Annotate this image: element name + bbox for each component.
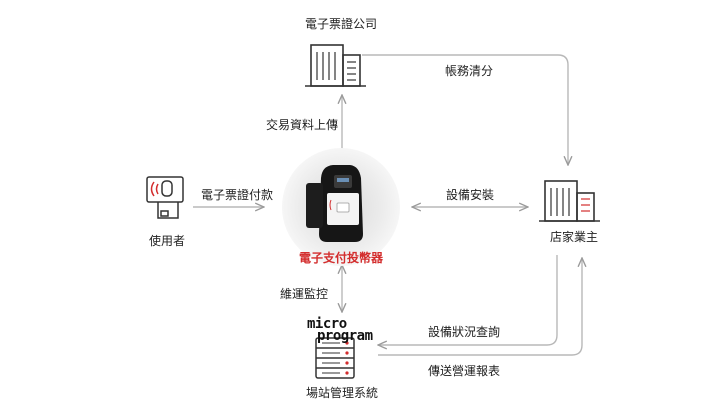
edge-label-settlement: 帳務清分 [445, 64, 494, 78]
node-label-owner: 店家業主 [550, 230, 599, 244]
logo-line-1: micro [307, 316, 347, 332]
edge-label-install: 設備安裝 [446, 188, 495, 202]
payment-device-icon [306, 165, 363, 242]
arrow-system-to-owner [378, 258, 582, 356]
office-building-icon [305, 44, 366, 87]
arrow-owner-to-system [378, 255, 558, 345]
server-rack-icon [315, 337, 355, 379]
shop-building-icon [539, 180, 600, 222]
logo-line-2: program [317, 328, 373, 344]
edge-label-upload: 交易資料上傳 [266, 118, 339, 132]
edge-label-maintenance: 維運監控 [280, 287, 329, 301]
arrow-company-to-owner [362, 54, 568, 165]
node-label-user: 使用者 [149, 234, 186, 248]
microprogram-logo: micro program [307, 316, 373, 344]
edge-label-status-query: 設備狀況查詢 [428, 325, 501, 339]
node-label-company: 電子票證公司 [305, 17, 378, 31]
edge-label-payment: 電子票證付款 [201, 188, 274, 202]
node-label-system: 場站管理系統 [306, 386, 379, 400]
connectors [193, 54, 582, 356]
edge-label-report: 傳送營運報表 [428, 364, 501, 378]
card-tap-icon [146, 176, 184, 219]
node-label-device: 電子支付投幣器 [299, 251, 384, 265]
